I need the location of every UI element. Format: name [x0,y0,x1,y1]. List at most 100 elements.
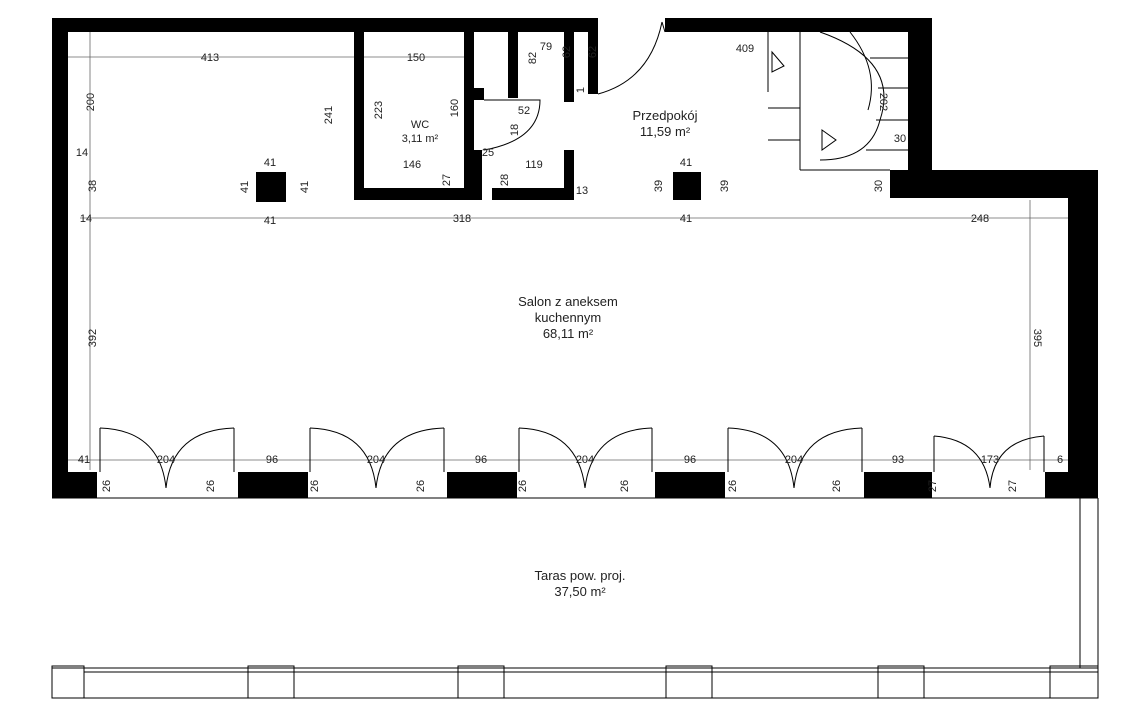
dim-label: 79 [540,41,552,53]
dim-label: 241 [323,106,335,124]
wall-right-upper [908,18,932,178]
column-left [256,172,286,202]
salon-name-line1: Salon z aneksem [518,294,618,309]
wall-wc-right [464,32,474,200]
dim-label: 14 [80,213,92,225]
wall-top-left [52,18,598,32]
terrace-door-3 [518,427,653,489]
dim-label: 413 [201,52,219,64]
dim-label: 41 [78,454,90,466]
dim-label: 26 [619,480,631,492]
dim-label: 146 [403,159,421,171]
dim-label: 26 [517,480,529,492]
wall-wc-left [354,32,364,198]
dim-label: 1 [575,87,587,93]
wall-bottom-5 [864,472,932,498]
dim-label: 62 [587,46,599,58]
wall-bottom-4 [655,472,725,498]
wall-top-right [665,18,913,32]
dim-label: 223 [373,101,385,119]
dim-label: 96 [475,454,487,466]
dim-label: 200 [85,93,97,111]
wall-bottom-1 [52,472,97,498]
dim-label: 248 [971,213,989,225]
dim-label: 41 [680,157,692,169]
dim-label: 14 [76,147,88,159]
salon-area: 68,11 m² [543,326,594,341]
dim-label: 395 [1031,329,1043,347]
dim-label: 204 [367,454,385,466]
przedpokoj-name: Przedpokój [632,108,697,123]
railing-post [457,665,505,699]
dim-label: 38 [87,180,99,192]
wc-name: WC [411,119,429,131]
wc-door [483,99,541,151]
terrace [51,497,1099,699]
dim-label: 52 [518,105,530,117]
dim-label: 6 [1057,454,1063,466]
dim-label: 27 [1007,480,1019,492]
dim-label: 41 [680,213,692,225]
wall-corridor-pier [474,150,482,200]
wall-bottom-6 [1045,472,1098,498]
dim-label: 25 [482,147,494,159]
dim-label: 204 [785,454,803,466]
terrace-door-2 [309,427,445,489]
wall-entry-left [588,18,598,94]
dim-label: 82 [527,52,539,64]
dim-label: 27 [441,174,453,186]
stair-arrow [771,50,785,73]
dim-label: 39 [653,180,665,192]
dim-label: 26 [309,480,321,492]
railing-post [247,665,295,699]
dim-label: 41 [264,215,276,227]
wall-wc-stub [474,88,484,100]
dim-label: 13 [576,185,588,197]
dim-label: 39 [719,180,731,192]
taras-name: Taras pow. proj. [534,568,625,583]
dim-label: 30 [894,133,906,145]
railing-post [1049,665,1099,699]
terrace-door-4 [727,427,863,489]
dim-label: 27 [927,480,939,492]
terrace-door-1 [99,427,235,489]
wall-left [52,18,68,498]
dim-label: 41 [264,157,276,169]
left-wall-niche [68,170,80,200]
dim-label: 18 [509,124,521,136]
przedpokoj-area: 11,59 m² [640,124,691,139]
entry-door [597,21,663,95]
dim-label: 173 [981,454,999,466]
dim-label: 96 [684,454,696,466]
dim-label: 150 [407,52,425,64]
dim-label: 93 [892,454,904,466]
dim-label: 30 [873,180,885,192]
dim-label: 26 [415,480,427,492]
stair-arrow [821,129,837,151]
dim-label: 204 [157,454,175,466]
salon-name-line2: kuchennym [535,310,601,325]
column-right [673,172,701,200]
room-labels: Salon z aneksem kuchennym 68,11 m² WC 3,… [402,108,698,599]
walls [52,18,1098,498]
dim-label: 318 [453,213,471,225]
railing-post [877,665,925,699]
wall-bottom-2 [238,472,308,498]
dim-label: 26 [101,480,113,492]
dim-label: 26 [727,480,739,492]
railing-post [665,665,713,699]
dim-label: 392 [87,329,99,347]
wall-corridor-bottom [492,188,574,200]
dim-label: 160 [449,99,461,117]
wall-wc-bottom [354,188,474,200]
dim-label: 26 [205,480,217,492]
dim-label: 26 [831,480,843,492]
wall-right-lower [1068,170,1098,498]
dim-label: 41 [299,181,311,193]
guide-lines [68,32,1068,470]
dim-label: 96 [266,454,278,466]
dim-label: 202 [877,93,889,111]
railing-post [51,665,85,699]
wall-bottom-3 [447,472,517,498]
